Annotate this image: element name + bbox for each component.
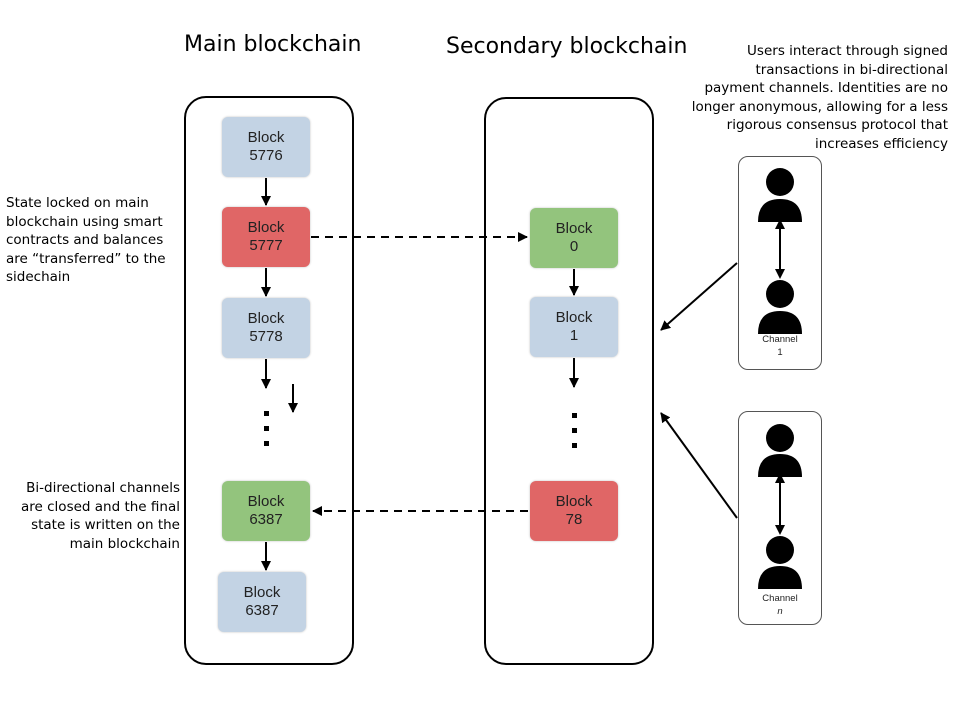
block-label: Block (555, 309, 593, 326)
users-note-line: longer anonymous, allowing for a less (691, 98, 948, 115)
sidechain-block: Block 1 (530, 297, 618, 357)
block-number: 78 (565, 511, 583, 528)
main-block: Block 5776 (222, 117, 310, 177)
person-icon (758, 536, 802, 589)
main-block: Block 5778 (222, 298, 310, 358)
channel-arrow (660, 412, 738, 519)
sidechain-block-genesis: Block 0 (530, 208, 618, 268)
person-icon (758, 168, 802, 222)
block-label: Block (555, 220, 593, 237)
state-locked-note-line: State locked on main (6, 195, 149, 211)
block-label: Block (247, 310, 285, 327)
block-number: 6387 (245, 602, 279, 619)
sidechain-block-final: Block 78 (530, 481, 618, 541)
block-label: Block (243, 584, 281, 601)
state-locked-note-line: blockchain using smart (6, 213, 163, 230)
closed-note-line: are closed and the final (21, 498, 180, 515)
person-icon (758, 424, 802, 477)
closed-note-line: state is written on the (31, 517, 180, 533)
users-note-line: increases efficiency (814, 135, 948, 152)
ellipsis-dots (572, 413, 577, 448)
state-locked-note-line: are “transferred” to the (6, 250, 166, 267)
block-number: 0 (569, 238, 579, 255)
users-note-line: rigorous consensus protocol that (726, 117, 948, 133)
ellipsis-dots (264, 411, 269, 446)
users-note-line: payment channels. Identities are no (704, 80, 948, 96)
channel-id: 1 (777, 347, 783, 358)
state-locked-note-line: contracts and balances (6, 232, 164, 248)
block-label: Block (247, 129, 285, 146)
closed-note-line: Bi-directional channels (26, 480, 180, 496)
main-blockchain-title: Main blockchain (184, 32, 362, 57)
block-number: 5776 (249, 147, 283, 164)
users-note: Users interact through signed transactio… (692, 42, 948, 153)
channel-arrow (660, 262, 738, 331)
channel-label: Channel (762, 593, 798, 604)
channels-closed-note: Bi-directional channels are closed and t… (21, 479, 180, 553)
closed-note-line: main blockchain (69, 535, 180, 552)
block-label: Block (247, 219, 285, 236)
block-number: 5777 (249, 237, 283, 254)
block-label: Block (247, 493, 285, 510)
block-number: 1 (569, 327, 579, 344)
block-number: 6387 (249, 511, 283, 528)
channel-id: n (777, 606, 783, 617)
users-note-line: Users interact through signed (747, 43, 948, 59)
person-icon (758, 280, 802, 334)
main-block-settled: Block 6387 (222, 481, 310, 541)
main-block: Block 6387 (218, 572, 306, 632)
channel-label: Channel (762, 334, 798, 345)
main-block-locked: Block 5777 (222, 207, 310, 267)
block-number: 5778 (249, 328, 283, 345)
state-locked-note-line: sidechain (6, 269, 71, 285)
state-locked-note: State locked on main blockchain using sm… (6, 194, 166, 287)
block-label: Block (555, 493, 593, 510)
users-note-line: transactions in bi-directional (755, 61, 948, 78)
secondary-blockchain-title: Secondary blockchain (446, 34, 688, 59)
